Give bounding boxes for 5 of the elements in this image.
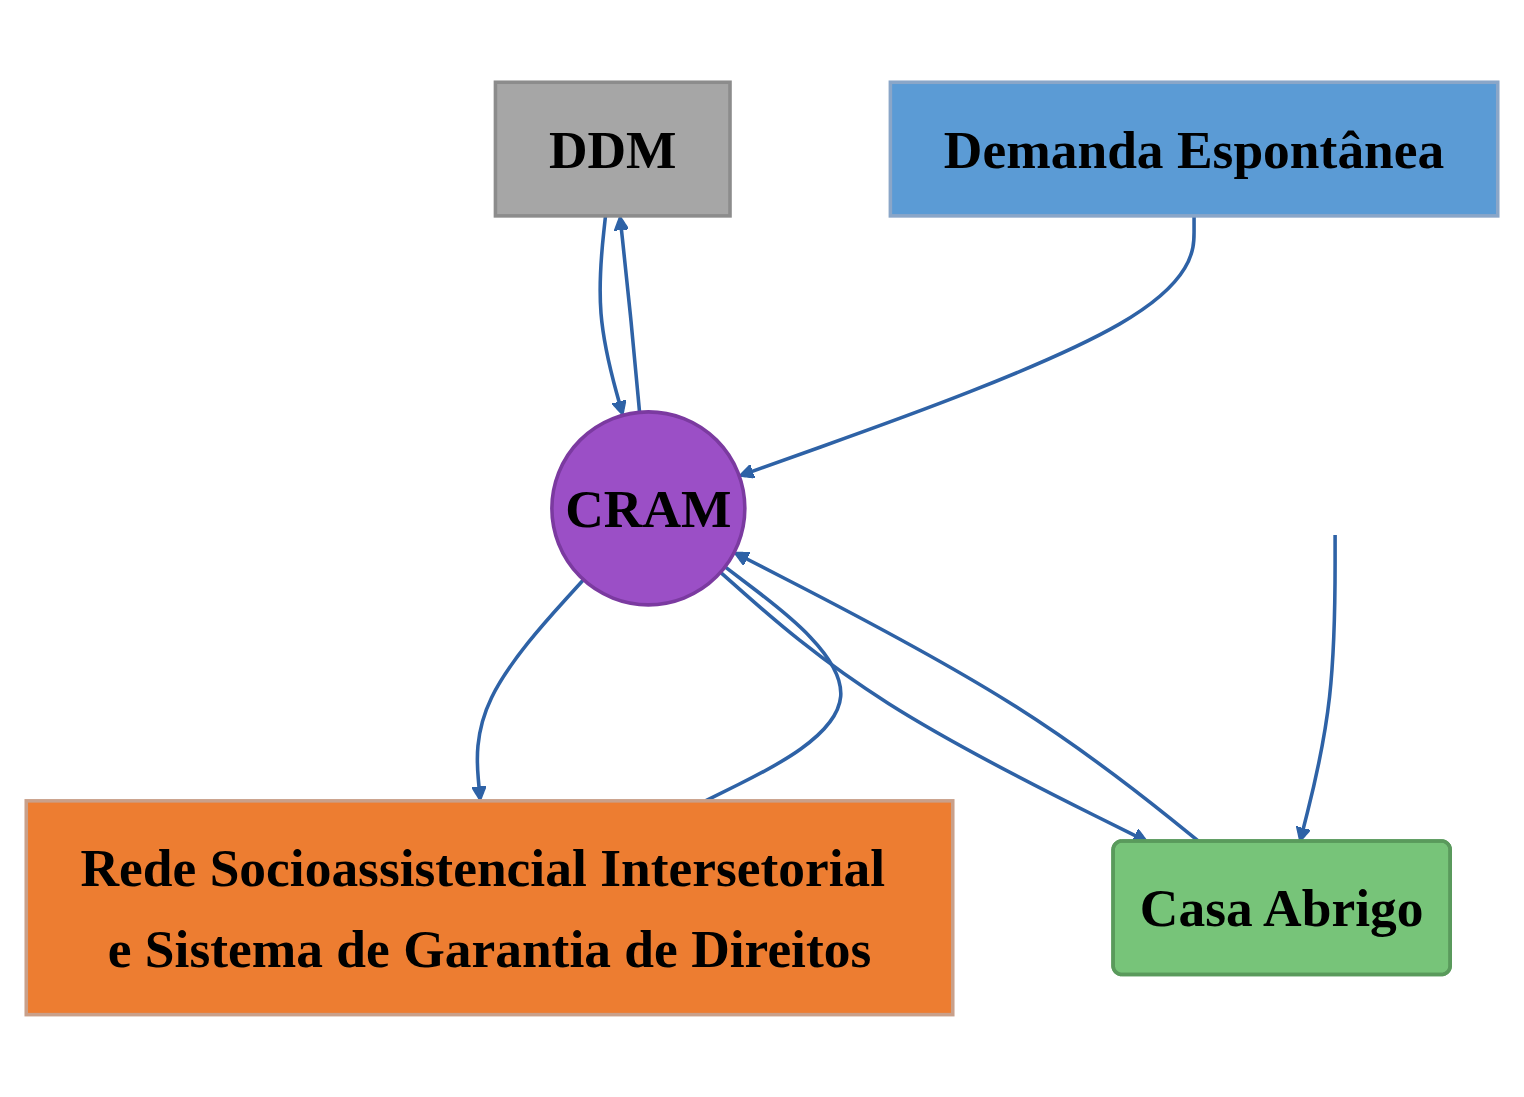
node-circle: CRAM: [550, 410, 747, 607]
node-box: Rede Socioassistencial Intersetorial e Sistema de Garantia de Direitos: [24, 799, 955, 1017]
node-box: DDM: [493, 80, 732, 218]
node-box: Demanda Espontânea: [888, 80, 1500, 218]
arrow: [613, 215, 642, 413]
